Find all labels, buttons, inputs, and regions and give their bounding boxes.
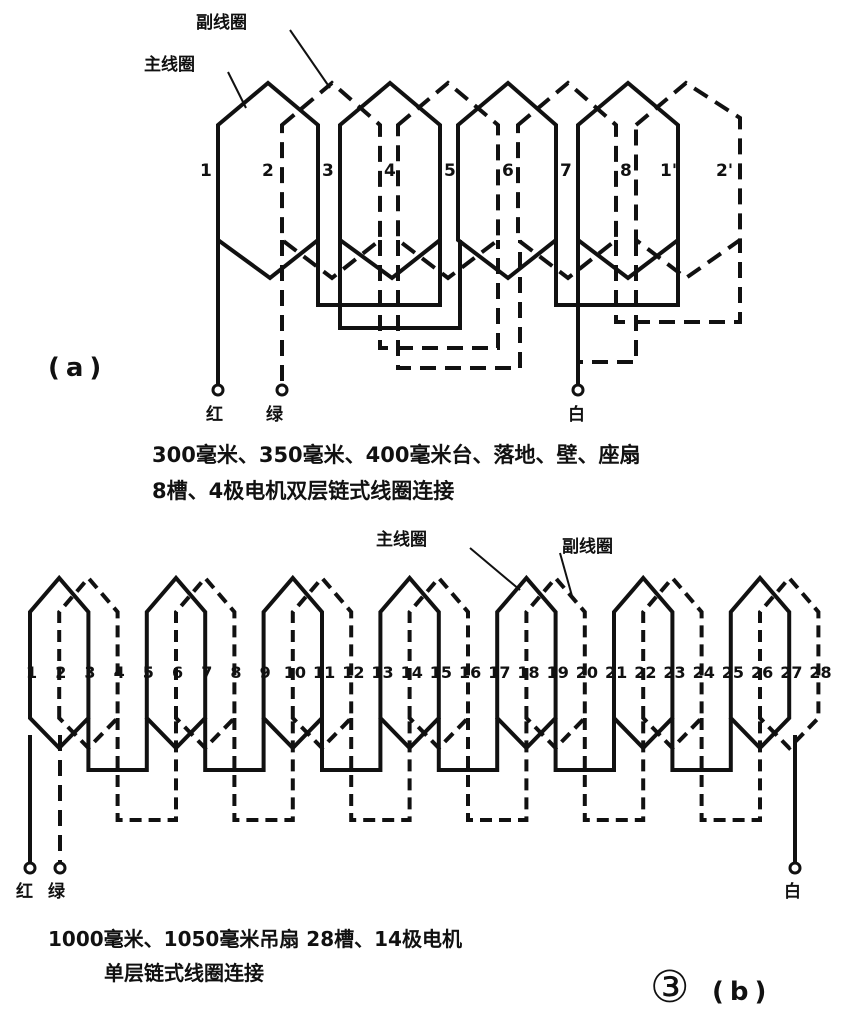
terminal-label-red-b: 红 [16,881,33,902]
caption-a-line1: 300毫米、350毫米、400毫米台、落地、壁、座扇 [152,443,641,467]
terminal-label-red-a: 红 [206,404,223,425]
slot-a-6: 6 [502,161,514,181]
slot-b-14: 14 [401,663,423,682]
terminal-green-b [53,861,67,875]
slot-a-1p: 1' [660,161,677,181]
slot-a-7: 7 [560,161,572,181]
slot-b-4: 4 [114,663,125,682]
main-link-b [670,718,733,772]
slot-b-20: 20 [576,663,598,682]
aux-link-c [614,240,742,324]
slot-b-24: 24 [693,663,715,682]
panel-label-b: (b) [712,977,772,1007]
slot-b-19: 19 [547,663,569,682]
aux-coil-2-4 [280,80,382,281]
slot-b-13: 13 [371,663,393,682]
aux-link-b [582,718,646,822]
aux-link-a [378,240,500,350]
slot-a-2p: 2' [716,161,733,181]
leader-main-a [227,71,247,109]
label-main-coil-b: 主线圈 [376,529,427,550]
terminal-label-green-a: 绿 [266,404,284,425]
terminal-label-green-b: 绿 [48,881,66,902]
slot-b-22: 22 [634,663,656,682]
slot-b-18: 18 [517,663,539,682]
main-link-b [86,718,149,772]
terminal-green-a [275,383,289,397]
leader-main-b [469,547,521,591]
aux-link-b [115,718,178,822]
panel-label-a: (a) [48,353,107,383]
aux-link-b [232,718,295,822]
main-link-b [203,718,266,772]
aux-link-b [466,718,529,822]
main-link-b [320,718,383,772]
terminal-label-white-a: 白 [568,404,585,425]
slot-b-3: 3 [84,663,95,682]
slot-b-8: 8 [230,663,241,682]
terminal-label-white-b: 白 [784,881,801,902]
slot-b-21: 21 [605,663,627,682]
figure-a-diagram [211,29,742,397]
aux-coil-4-6 [396,80,500,281]
aux-coil-6-8 [516,80,618,281]
main-link-b [436,718,500,772]
slot-b-27: 27 [780,663,802,682]
aux-coil-b [758,574,821,751]
aux-link-b [349,718,412,822]
slot-b-25: 25 [722,663,744,682]
slot-b-15: 15 [430,663,452,682]
terminal-white-a [571,383,585,397]
slot-b-12: 12 [342,663,364,682]
slot-a-4: 4 [384,161,396,181]
figure-number: ③ [650,962,689,1013]
terminal-white-b [788,861,802,875]
aux-link-b [396,240,522,370]
slot-a-3: 3 [322,161,334,181]
slot-b-9: 9 [260,663,271,682]
main-link-b [553,718,616,772]
leader-aux-b [559,552,573,597]
slot-a-5: 5 [444,161,456,181]
terminal-red-a [211,383,225,397]
slot-b-17: 17 [488,663,510,682]
slot-a-2: 2 [262,161,274,181]
label-aux-coil-b: 副线圈 [562,536,613,557]
slot-b-23: 23 [663,663,685,682]
slot-b-10: 10 [284,663,306,682]
slot-a-1: 1 [200,161,212,181]
slot-b-11: 11 [313,663,335,682]
slot-b-1: 1 [26,663,37,682]
slot-b-5: 5 [143,663,154,682]
slot-b-6: 6 [172,663,183,682]
label-aux-coil-a: 副线圈 [196,12,247,33]
slot-a-8: 8 [620,161,632,181]
terminal-red-b [23,861,37,875]
slot-b-2: 2 [55,663,66,682]
caption-b-line1: 1000毫米、1050毫米吊扇 28槽、14极电机 [48,927,462,951]
figure-b-diagram [28,574,821,822]
slot-b-26: 26 [751,663,773,682]
slot-b-16: 16 [459,663,481,682]
slot-b-7: 7 [201,663,212,682]
aux-link-b [699,718,762,822]
leader-aux-a [289,29,331,89]
label-main-coil-a: 主线圈 [144,54,195,75]
caption-b-line2: 单层链式线圈连接 [104,961,264,985]
slot-b-28: 28 [809,663,831,682]
caption-a-line2: 8槽、4极电机双层链式线圈连接 [152,479,454,503]
aux-link-d [578,240,638,364]
